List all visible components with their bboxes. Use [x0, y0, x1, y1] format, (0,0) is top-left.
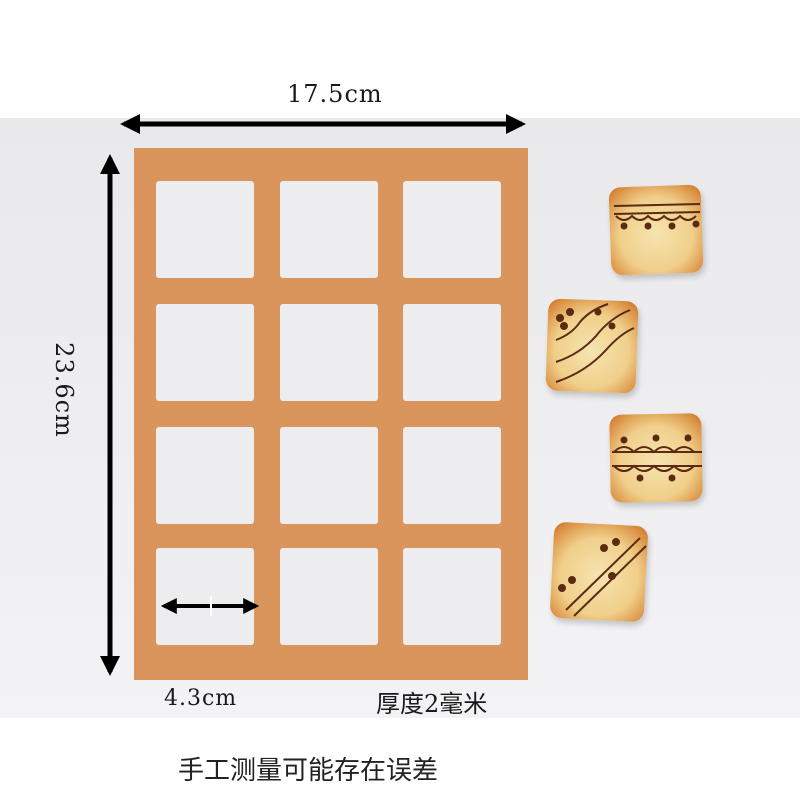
- stencil-hole: [403, 427, 501, 524]
- stencil-hole: [403, 181, 501, 278]
- measurement-disclaimer: 手工测量可能存在误差: [178, 756, 439, 786]
- stencil-hole: [156, 304, 254, 401]
- stencil-hole: [280, 181, 378, 278]
- icing-pattern: [612, 434, 702, 482]
- stencil-hole: [156, 181, 254, 278]
- thickness-label: 厚度2毫米: [376, 690, 488, 718]
- icing-pattern: [555, 303, 635, 383]
- cell-dimension-label: 4.3cm: [164, 686, 238, 711]
- icing-pattern: [558, 537, 647, 617]
- width-dimension-label: 17.5cm: [287, 80, 383, 108]
- stencil-hole: [156, 548, 254, 645]
- stencil-hole: [403, 304, 501, 401]
- stencil-hole: [280, 427, 378, 524]
- icing-pattern: [613, 203, 701, 230]
- stencil-sheet: [134, 148, 528, 680]
- stencil-hole: [156, 427, 254, 524]
- stencil-hole: [280, 304, 378, 401]
- stencil-hole: [280, 548, 378, 645]
- stencil-hole: [403, 548, 501, 645]
